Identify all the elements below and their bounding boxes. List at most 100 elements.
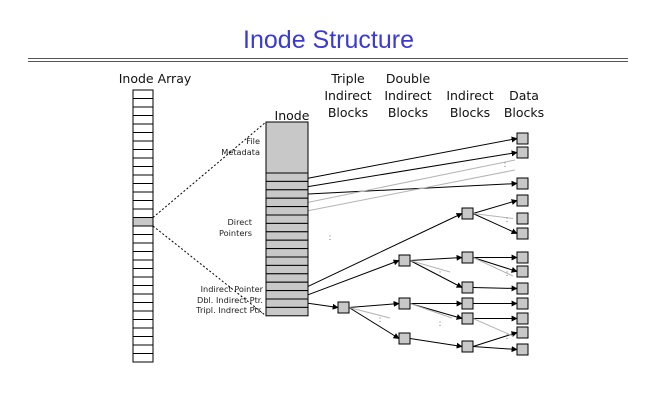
direct-pointer-slot — [265, 239, 309, 250]
direct-pointer-slot — [265, 214, 309, 224]
inode-array-entry — [132, 183, 154, 193]
direct-pointer-slot — [265, 256, 309, 266]
inode-array-entry — [132, 200, 154, 210]
slide-title: Inode Structure — [243, 26, 414, 54]
double-indirect-block — [398, 297, 411, 310]
triple-indirect-block — [337, 301, 350, 314]
inode-array-entry — [132, 319, 154, 329]
inode-array-entry — [132, 302, 154, 312]
zoom-line-top — [152, 121, 267, 218]
inode-array-entry — [132, 140, 154, 150]
faint-pointer-line — [472, 318, 514, 337]
data-block — [516, 312, 529, 325]
double-to-indirect-arrow — [409, 338, 463, 349]
data-block — [516, 343, 529, 356]
data-block — [516, 146, 529, 159]
direct-pointer-arrow — [307, 150, 518, 188]
ellipsis-double: : — [438, 319, 441, 329]
inode-array-entry — [132, 225, 154, 235]
inode-array-header: Inode Array — [118, 71, 192, 86]
direct-pointer-arrow — [307, 180, 518, 195]
inode-array-entry — [132, 327, 154, 337]
indirect-block — [461, 281, 474, 294]
data-block — [516, 265, 529, 278]
inode-array-entry — [132, 166, 154, 176]
inode-array-entry — [132, 149, 154, 159]
inode-array-entry — [132, 353, 154, 363]
indirect-to-data-arrow — [472, 285, 518, 292]
inode-array-entry — [132, 310, 154, 320]
inode-array-entry — [132, 259, 154, 269]
ellipsis-data: : — [503, 160, 506, 170]
inode-array-entry — [132, 132, 154, 142]
indirect-to-data-arrow — [472, 346, 518, 353]
inode-array-entry — [132, 285, 154, 295]
dbl-indirect-pointer-arrow — [307, 259, 400, 296]
data-block — [516, 194, 529, 207]
inode-array-entry — [132, 123, 154, 133]
double-to-indirect-arrow — [409, 254, 463, 261]
double-to-indirect-arrow — [409, 260, 463, 288]
title-rule-bottom — [28, 61, 628, 62]
data-block — [516, 282, 529, 295]
inode-array-entry — [132, 234, 154, 244]
inode-array-entry — [132, 98, 154, 108]
tripl-indirect-pointer-arrow — [307, 302, 339, 310]
inode-header: Inode — [274, 108, 310, 123]
inode-array-entry — [132, 251, 154, 261]
direct-pointer-slot — [265, 206, 309, 216]
data-block — [516, 177, 529, 190]
inode-metadata-block — [265, 121, 309, 174]
direct-pointer-slot — [265, 172, 309, 182]
data-block — [516, 132, 529, 145]
inode-array-entry — [132, 106, 154, 116]
triple-to-double-arrow — [348, 300, 400, 308]
direct-pointer-slot — [265, 180, 309, 191]
inode-array-entry — [132, 293, 154, 303]
faint-pointer-line — [348, 307, 391, 319]
dbl-indirect-ptr-label: Dbl. Indirect Ptr. — [197, 295, 263, 305]
direct-pointer-slot — [265, 264, 309, 275]
ellipsis-data: : — [505, 269, 508, 279]
ellipsis-double: : — [438, 269, 441, 279]
faint-pointer-line — [409, 303, 453, 319]
data-block — [516, 212, 529, 225]
indirect-to-data-arrow — [472, 199, 518, 214]
double-indirect-block — [398, 332, 411, 345]
data-block — [516, 326, 529, 339]
faint-pointer-line — [409, 260, 451, 273]
faint-pointer-line — [472, 213, 514, 219]
zoom-line-bottom — [152, 225, 267, 317]
ellipsis-data: : — [505, 332, 508, 342]
inode-array-entry — [132, 191, 154, 201]
inode-array-entry — [132, 276, 154, 286]
direct-pointer-arrow — [307, 136, 518, 179]
inode-array-entry — [132, 217, 154, 227]
indirect-to-data-arrow — [472, 213, 518, 234]
direct-pointer-slot — [265, 222, 309, 233]
direct-pointer-slot — [265, 231, 309, 241]
indirect-pointer-slot — [265, 306, 309, 317]
direct-pointer-slot — [265, 273, 309, 283]
double-indirect-block — [398, 254, 411, 267]
indirect-to-data-arrow — [472, 257, 518, 273]
indirect-pointer-slot — [265, 290, 309, 300]
inode-array-entry — [132, 157, 154, 167]
ellipsis-indirect: : — [505, 215, 508, 225]
faint-pointer-line — [472, 257, 514, 277]
indirect-pointer-arrow — [307, 213, 463, 287]
ellipsis-triple: : — [378, 315, 381, 325]
direct-pointer-slot — [265, 189, 309, 199]
indirect-pointer-slot — [265, 298, 309, 308]
data-block — [516, 297, 529, 310]
direct-pointer-slot — [265, 197, 309, 208]
inode-array-entry — [132, 174, 154, 184]
indirect-block — [461, 207, 474, 220]
inode-array-entry — [132, 89, 154, 99]
inode-array-entry — [132, 336, 154, 346]
data-block — [516, 251, 529, 264]
inode-array-entry — [132, 242, 154, 252]
faint-pointer-line — [307, 169, 516, 212]
